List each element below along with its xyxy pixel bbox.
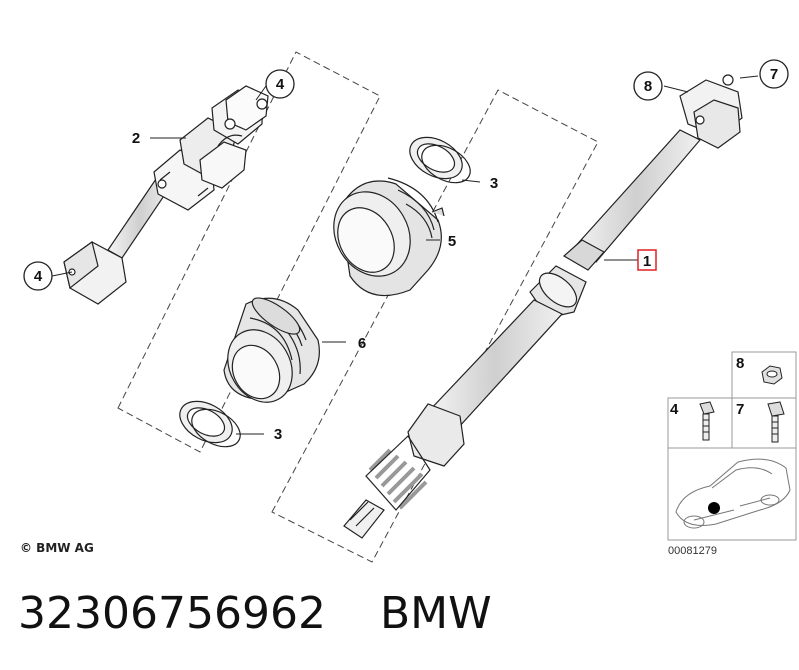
callout-2: 2 [132, 130, 140, 147]
intermediate-shaft-part-2 [63, 85, 269, 305]
legend-label-7: 7 [736, 401, 744, 418]
callout-3-top: 3 [490, 175, 498, 192]
part-number: 32306756962 [18, 588, 326, 639]
drawing-number: 00081279 [668, 545, 717, 557]
callout-circle-8 [633, 71, 663, 101]
callout-circle-7 [759, 59, 789, 89]
caption: 32306756962 BMW [18, 588, 492, 639]
callout-3-bottom: 3 [274, 426, 282, 443]
nut-icon [761, 365, 783, 385]
legend-label-4: 4 [670, 401, 679, 418]
copyright-text: © BMW AG [20, 541, 94, 555]
callout-8: 8 [644, 78, 652, 95]
location-dot [708, 502, 720, 514]
callout-circle-4-left [23, 261, 53, 291]
seal-ring-part-3-top [409, 136, 471, 184]
boot-part-6 [223, 297, 320, 403]
seal-ring-part-3-bottom [179, 400, 241, 448]
callout-7: 7 [770, 66, 778, 83]
callout-4-left: 4 [34, 268, 43, 285]
bolt-4-icon [699, 401, 715, 441]
callout-6: 6 [358, 335, 366, 352]
legend-table [667, 351, 797, 541]
callout-5: 5 [448, 233, 456, 250]
brand-name: BMW [379, 588, 492, 639]
car-location-icon [675, 458, 791, 529]
callout-4-top: 4 [276, 76, 285, 93]
callout-circle-4-top [265, 69, 295, 99]
callout-box-1-highlight[interactable] [637, 249, 657, 271]
steering-shaft-part-1 [343, 74, 743, 539]
callout-1[interactable]: 1 [643, 253, 651, 270]
legend-label-8: 8 [736, 355, 744, 372]
leader-lines [51, 75, 759, 435]
bolt-7-icon [767, 401, 785, 443]
boot-part-5 [333, 177, 445, 297]
